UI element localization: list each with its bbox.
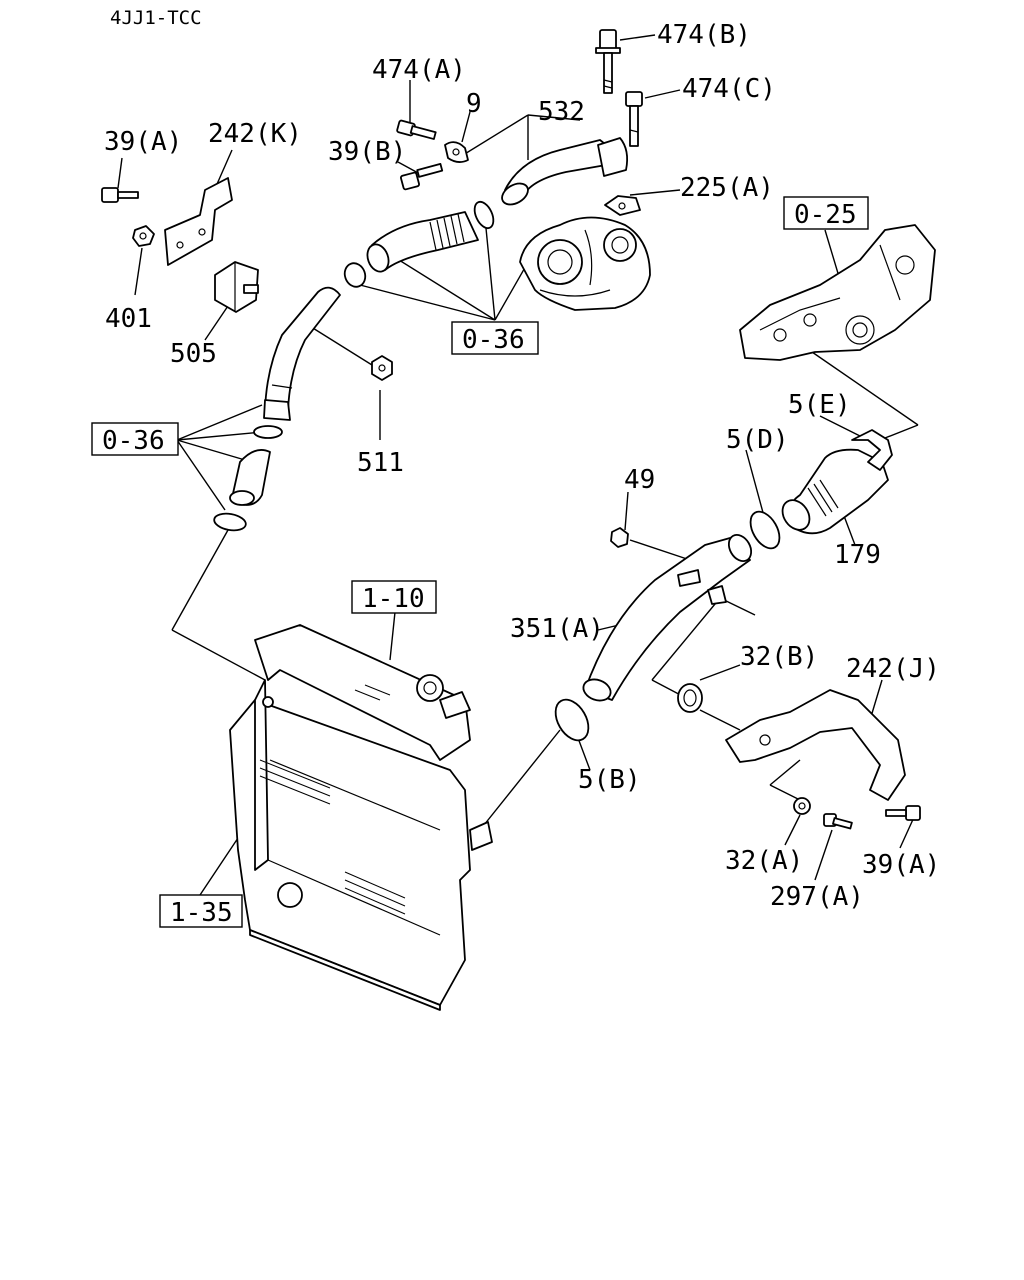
bracket-242k (164, 177, 233, 266)
bracket-242j (725, 689, 906, 801)
label-32b: 32(B) (740, 642, 818, 672)
label-242k: 242(K) (208, 119, 302, 149)
nut-49 (610, 527, 629, 548)
ref-110: 1-10 (362, 584, 425, 614)
label-351a: 351(A) (510, 614, 604, 644)
label-32a: 32(A) (725, 846, 803, 876)
label-401: 401 (105, 304, 152, 334)
clamp-left-b (213, 512, 247, 532)
pipe-351a (582, 533, 753, 702)
model-code: 4JJ1-TCC (110, 7, 202, 29)
engine-intake-manifold (739, 224, 936, 361)
gasket-225a (604, 195, 641, 216)
clamp-5e (851, 429, 893, 471)
intercooler-pipe-left (263, 286, 341, 421)
bolt-39b (400, 162, 444, 191)
bolt-474a (396, 119, 437, 140)
clamp-center-a (473, 200, 495, 230)
label-39a-top: 39(A) (104, 127, 182, 157)
nut-511 (371, 355, 393, 381)
label-242j: 242(J) (846, 654, 940, 684)
label-5b: 5(B) (578, 765, 641, 795)
gasket-9 (444, 141, 469, 163)
air-hose-center (366, 211, 479, 273)
label-297a: 297(A) (770, 882, 864, 912)
label-49: 49 (624, 465, 655, 495)
clamp-5b (554, 698, 590, 742)
clamp-5d (749, 510, 781, 550)
label-39b: 39(B) (328, 137, 406, 167)
bolt-474c (625, 91, 643, 147)
label-179: 179 (834, 540, 881, 570)
washer-32a (793, 797, 811, 815)
label-511: 511 (357, 448, 404, 478)
ref-025: 0-25 (794, 200, 857, 230)
label-474a: 474(A) (372, 55, 466, 85)
label-5d: 5(D) (726, 425, 789, 455)
short-hose-left (229, 449, 271, 506)
nut-401 (132, 225, 155, 247)
label-9: 9 (466, 89, 482, 119)
turbocharger (519, 216, 651, 311)
mount-505 (214, 261, 259, 313)
bolt-297a (823, 813, 853, 830)
clamp-left-a (253, 425, 283, 439)
label-505: 505 (170, 339, 217, 369)
seal-32b (677, 683, 703, 713)
ref-box-036-center (451, 321, 539, 355)
label-39a-bottom: 39(A) (862, 850, 940, 880)
ref-box-110 (351, 580, 437, 614)
ref-box-135 (159, 894, 243, 928)
label-532: 532 (538, 97, 585, 127)
ref-036-center: 0-36 (462, 325, 525, 355)
label-474c: 474(C) (682, 74, 776, 104)
ref-box-036-left (91, 422, 179, 456)
label-225a: 225(A) (680, 173, 774, 203)
label-474b: 474(B) (657, 20, 751, 50)
bolt-39a-bottom (885, 805, 921, 821)
bolt-474b (595, 29, 621, 94)
clamp-center-b (343, 262, 367, 288)
pipe-532 (501, 137, 629, 206)
leader-lines (117, 34, 919, 896)
ref-036-left: 0-36 (102, 426, 165, 456)
hose-179 (781, 448, 889, 535)
ref-135: 1-35 (170, 898, 233, 928)
label-5e: 5(E) (788, 390, 851, 420)
ref-box-025 (783, 196, 869, 230)
bolt-39a-top (101, 187, 139, 203)
radiator-assembly (229, 624, 493, 1011)
